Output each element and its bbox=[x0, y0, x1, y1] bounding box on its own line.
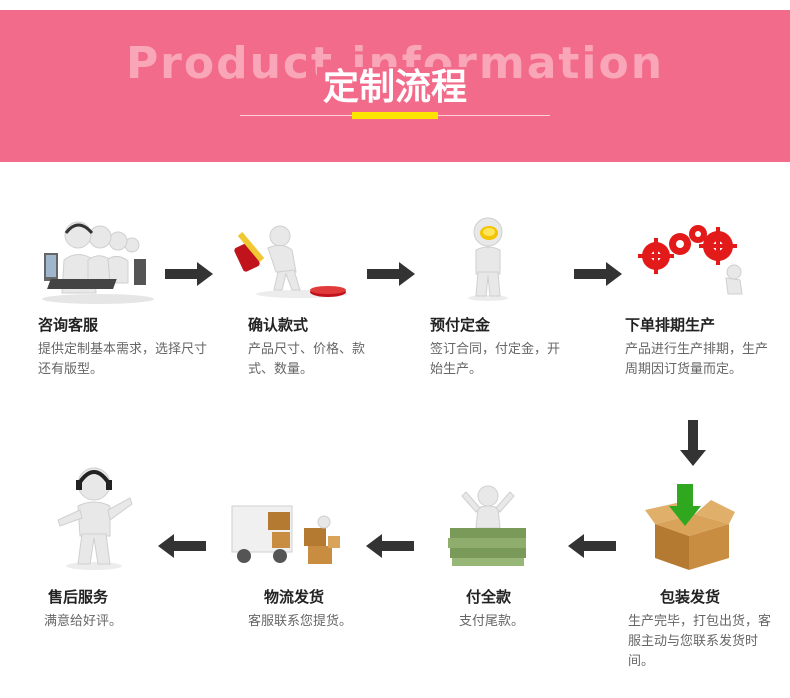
arrow-right-icon bbox=[574, 262, 624, 286]
arrow-down-icon bbox=[680, 420, 706, 468]
step-desc-full-payment: 支付尾款。 bbox=[459, 612, 579, 632]
coin-figure-icon bbox=[458, 212, 518, 302]
step-desc-production: 产品进行生产排期，生产周期因订货量而定。 bbox=[625, 340, 775, 380]
page-title-text: 定制流程 bbox=[317, 67, 473, 108]
gears-figure-icon bbox=[628, 216, 748, 300]
step-name-deposit: 预付定金 bbox=[430, 314, 490, 335]
arrow-left-icon bbox=[156, 534, 206, 558]
arrow-right-icon bbox=[367, 262, 417, 286]
step-desc-deposit: 签订合同，付定金，开始生产。 bbox=[430, 340, 560, 380]
step-name-production: 下单排期生产 bbox=[625, 314, 715, 335]
truck-boxes-icon bbox=[228, 498, 348, 570]
arrow-left-icon bbox=[364, 534, 414, 558]
money-figure-icon bbox=[446, 482, 530, 568]
step-name-logistics: 物流发货 bbox=[264, 586, 324, 607]
box-arrow-icon bbox=[645, 484, 735, 574]
step-name-consult: 咨询客服 bbox=[38, 314, 98, 335]
step-name-full-payment: 付全款 bbox=[466, 586, 511, 607]
step-name-pack-ship: 包装发货 bbox=[660, 586, 720, 607]
step-desc-confirm: 产品尺寸、价格、款式、数量。 bbox=[248, 340, 378, 380]
step-desc-consult: 提供定制基本需求，选择尺寸还有版型。 bbox=[38, 340, 208, 380]
step-desc-after-sales: 满意给好评。 bbox=[44, 612, 164, 632]
page-title: 定制流程 bbox=[0, 58, 790, 110]
customer-service-figures-icon bbox=[38, 215, 158, 305]
arrow-left-icon bbox=[566, 534, 616, 558]
step-name-after-sales: 售后服务 bbox=[48, 586, 108, 607]
step-name-confirm: 确认款式 bbox=[248, 314, 308, 335]
stamp-figure-icon bbox=[232, 220, 352, 300]
arrow-right-icon bbox=[165, 262, 215, 286]
title-accent-bar bbox=[352, 112, 438, 119]
step-desc-logistics: 客服联系您提货。 bbox=[248, 612, 378, 632]
headset-figure-icon bbox=[48, 462, 138, 572]
step-desc-pack-ship: 生产完毕，打包出货，客服主动与您联系发货时间。 bbox=[628, 612, 778, 672]
